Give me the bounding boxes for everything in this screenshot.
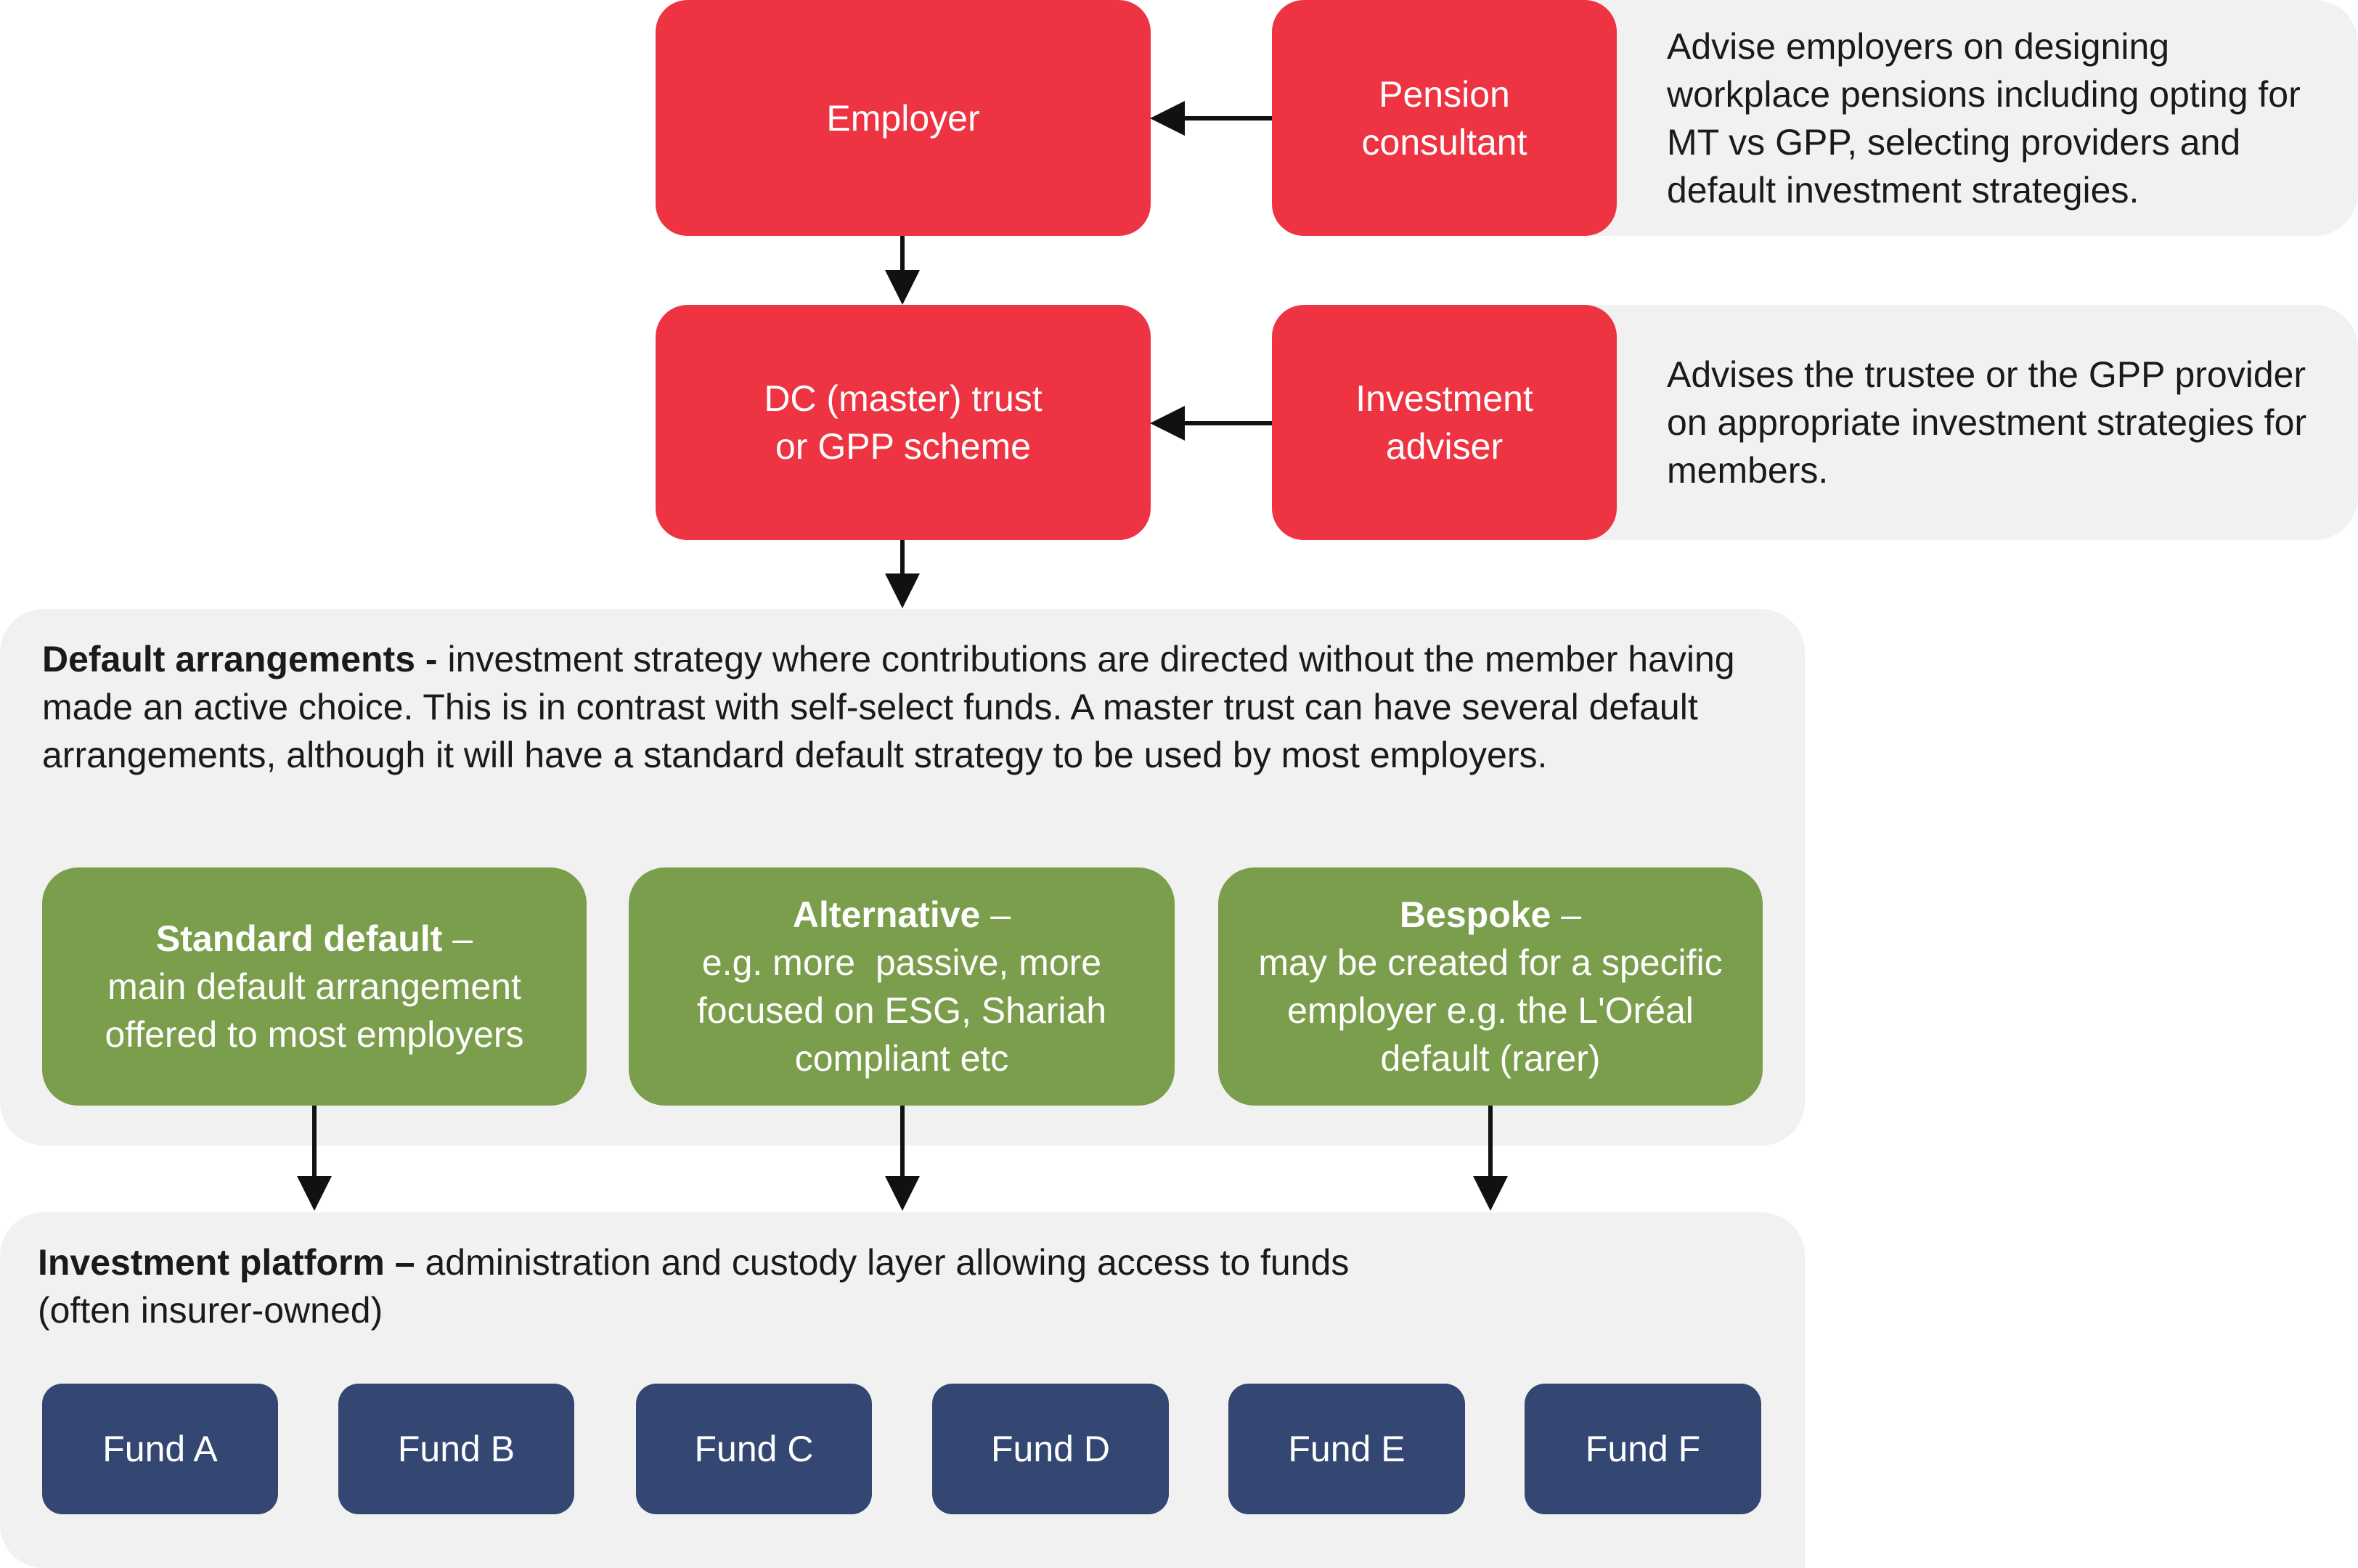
alternative-text: e.g. more passive, more focused on ESG, … <box>696 942 1117 1079</box>
fund-box: Fund B <box>338 1384 574 1514</box>
alternative-box: Alternative – e.g. more passive, more fo… <box>629 867 1175 1106</box>
fund-label: Fund E <box>1288 1429 1406 1469</box>
default-arrangements-description: Default arrangements - investment strate… <box>42 635 1755 779</box>
fund-label: Fund D <box>991 1429 1110 1469</box>
alternative-title: Alternative <box>792 894 981 935</box>
scheme-box: DC (master) trust or GPP scheme <box>656 305 1151 540</box>
fund-label: Fund C <box>694 1429 814 1469</box>
investment-adviser-note-text: Advises the trustee or the GPP provider … <box>1667 354 2307 491</box>
investment-adviser-label-line1: Investment <box>1355 378 1533 419</box>
pension-consultant-box: Pension consultant <box>1272 0 1617 236</box>
bespoke-title: Bespoke <box>1399 894 1551 935</box>
investment-platform-panel: Investment platform – administration and… <box>0 1212 1805 1568</box>
investment-adviser-box: Investment adviser <box>1272 305 1617 540</box>
pension-consultant-note: Advise employers on designing workplace … <box>1594 0 2358 236</box>
investment-platform-body-line2: (often insurer-owned) <box>38 1290 383 1331</box>
fund-label: Fund B <box>397 1429 515 1469</box>
bespoke-text: may be created for a specific employer e… <box>1258 942 1723 1079</box>
investment-platform-body: administration and custody layer allowin… <box>415 1242 1350 1283</box>
bespoke-box: Bespoke – may be created for a specific … <box>1218 867 1763 1106</box>
fund-box: Fund A <box>42 1384 278 1514</box>
fund-box: Fund D <box>932 1384 1169 1514</box>
fund-box: Fund F <box>1525 1384 1761 1514</box>
scheme-label-line1: DC (master) trust <box>764 378 1043 419</box>
pension-consultant-label-line2: consultant <box>1361 121 1527 163</box>
default-arrangements-body: investment strategy where contributions … <box>42 639 1735 775</box>
alternative-dash: – <box>980 894 1011 935</box>
standard-default-dash: – <box>442 918 473 959</box>
scheme-label-line2: or GPP scheme <box>775 426 1031 467</box>
employer-box: Employer <box>656 0 1151 236</box>
fund-box: Fund C <box>636 1384 872 1514</box>
standard-default-box: Standard default – main default arrangem… <box>42 867 587 1106</box>
pension-consultant-note-text: Advise employers on designing workplace … <box>1667 25 2301 211</box>
fund-label: Fund A <box>102 1429 218 1469</box>
investment-platform-title: Investment platform – <box>38 1242 415 1283</box>
standard-default-title: Standard default <box>155 918 443 959</box>
pension-consultant-label-line1: Pension <box>1379 73 1510 115</box>
fund-label: Fund F <box>1585 1429 1701 1469</box>
investment-adviser-label-line2: adviser <box>1385 426 1504 467</box>
investment-platform-description: Investment platform – administration and… <box>38 1238 1751 1334</box>
investment-adviser-note: Advises the trustee or the GPP provider … <box>1594 305 2358 540</box>
fund-box: Fund E <box>1228 1384 1465 1514</box>
employer-label: Employer <box>826 97 980 139</box>
standard-default-text: main default arrangement offered to most… <box>105 966 524 1055</box>
default-arrangements-title: Default arrangements - <box>42 639 438 679</box>
bespoke-dash: – <box>1551 894 1582 935</box>
